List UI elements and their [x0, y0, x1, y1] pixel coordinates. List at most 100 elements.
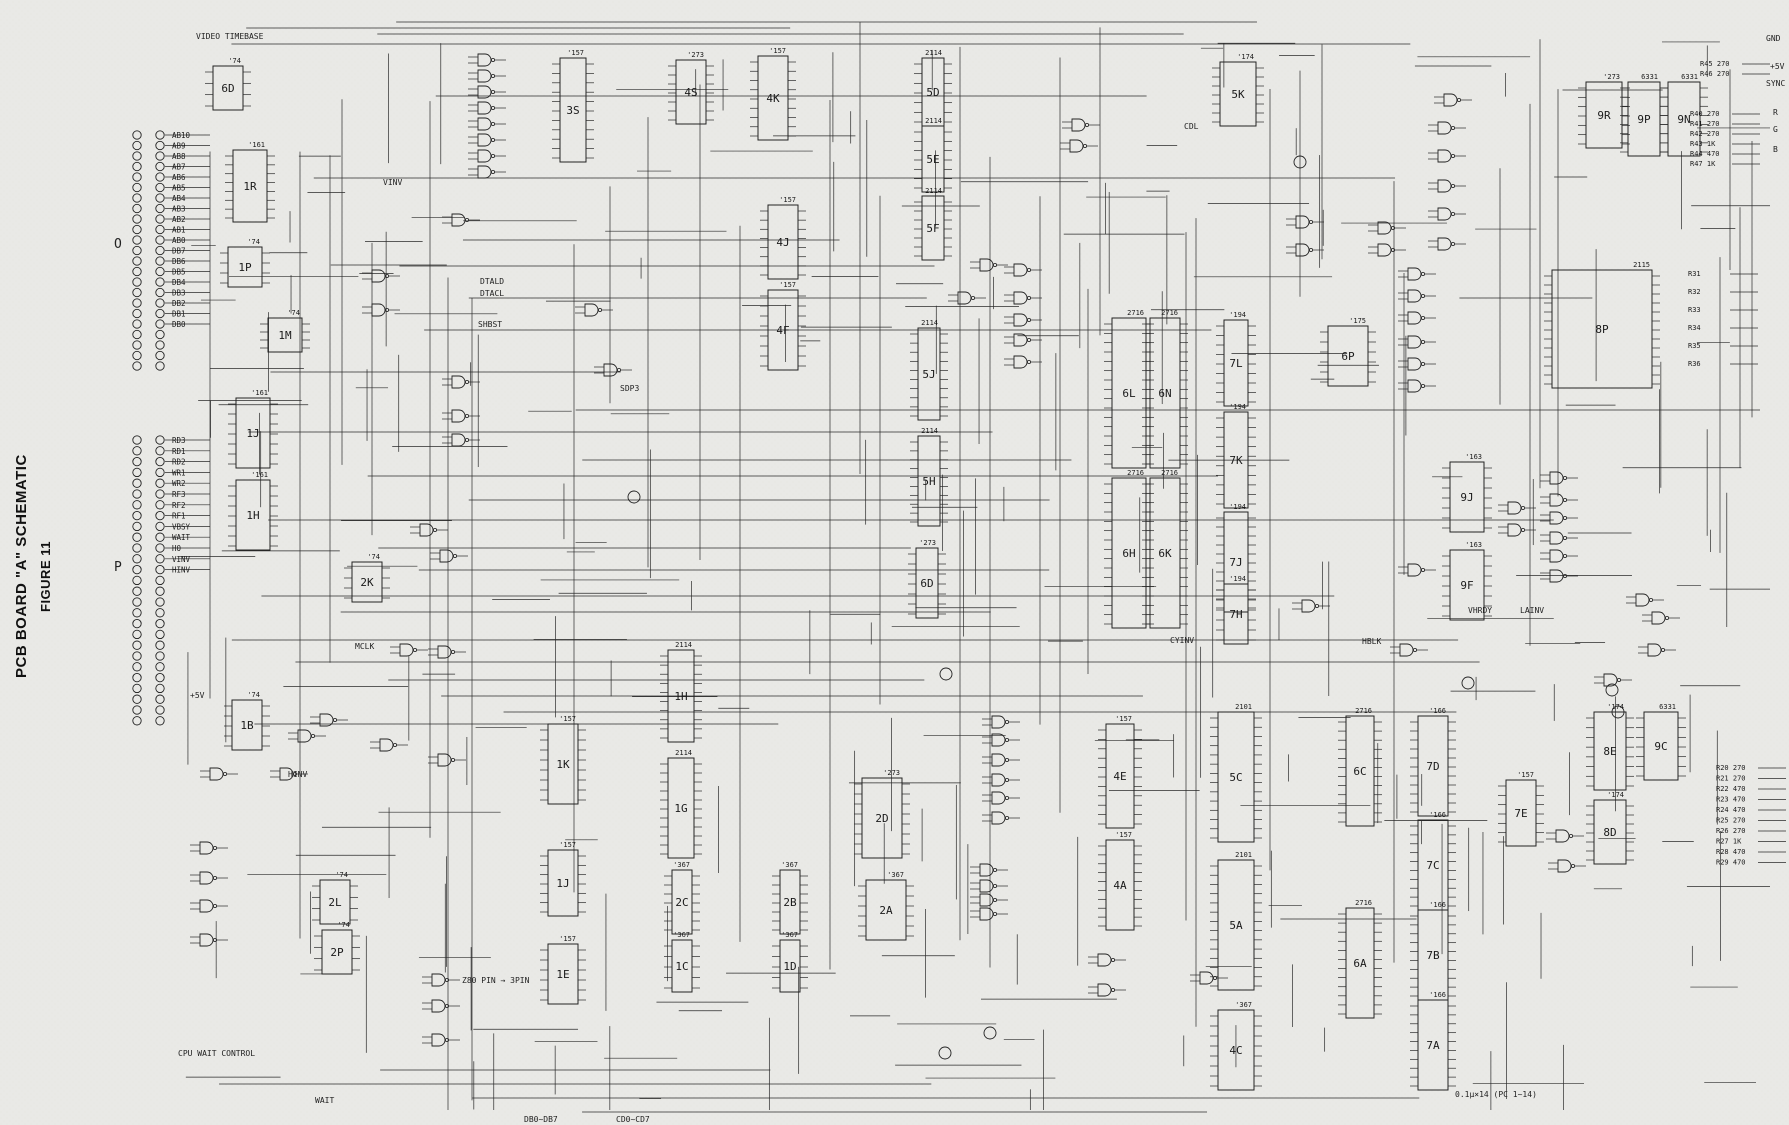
- resistor-2115: R33: [1688, 306, 1701, 314]
- gate-bubble: [212, 904, 217, 909]
- pin-hole-right: [155, 193, 165, 203]
- gate-bubble: [212, 938, 217, 943]
- chip-label: 6A: [1353, 957, 1367, 970]
- connector-pin: DB5: [132, 266, 210, 277]
- chip-label: 7D: [1426, 760, 1439, 773]
- pin-hole-left: [132, 224, 142, 235]
- chip-part: '157: [779, 281, 796, 289]
- logic-gate: [1540, 511, 1578, 525]
- logic-gate: [948, 291, 986, 305]
- gate-body: [1549, 549, 1564, 563]
- chip-part: '367: [673, 861, 690, 869]
- resistor-2115: R32: [1688, 288, 1701, 296]
- gate-bubble: [1563, 475, 1568, 480]
- logic-gate: [1398, 335, 1436, 349]
- resistor-bottom: R21 270: [1716, 775, 1746, 783]
- gate-body: [1437, 179, 1452, 193]
- logic-gate: [1398, 357, 1436, 371]
- chip-6d-u-6D2: 6D'273: [908, 539, 946, 619]
- pin-hole-right: [155, 214, 165, 224]
- z80-pin-note: Z80 PIN → 3PIN: [462, 976, 530, 985]
- pin-hole-right: [155, 683, 165, 694]
- gate-body: [1399, 643, 1414, 657]
- logic-gate: [270, 767, 308, 781]
- gate-body: [1437, 237, 1452, 251]
- connector-pin: AB2: [132, 214, 210, 224]
- pin-hole-right: [155, 543, 165, 553]
- chip-part: '74: [287, 309, 300, 317]
- pin-label: VBSY: [172, 522, 191, 531]
- chip-label: 4J: [776, 236, 789, 249]
- pin-hole-right: [155, 435, 165, 445]
- connector-pin-blank: [132, 608, 165, 618]
- gate-body: [957, 291, 972, 305]
- logic-gate: [1390, 643, 1428, 657]
- chip-part: '161: [251, 471, 268, 479]
- chip-2d-u-2D: 2D'273: [854, 769, 910, 859]
- chip-part: '367: [673, 931, 690, 939]
- connector-pin-blank: [132, 694, 165, 704]
- chip-part: '194: [1229, 575, 1246, 583]
- resistor-bottom: R24 470: [1716, 806, 1746, 814]
- gate-bubble: [993, 912, 998, 917]
- chip-1p-u-1P: 1P'74: [220, 238, 270, 288]
- gate-body: [1013, 263, 1028, 277]
- resistor-top: R46 270: [1700, 70, 1730, 78]
- gate-bubble: [452, 554, 457, 559]
- pin-hole-right: [155, 298, 165, 308]
- chip-part: '367: [781, 861, 798, 869]
- connector-pin: HINV: [132, 564, 210, 575]
- logic-gate: [982, 753, 1020, 767]
- chip-label: 1D: [783, 960, 796, 973]
- out-sync-label: SYNC: [1766, 79, 1786, 88]
- chip-4c-u-4C: 4C'367: [1210, 1001, 1262, 1091]
- offpage-circle: [1293, 155, 1307, 169]
- connector-pin-blank: [132, 575, 165, 586]
- pin-label: DB2: [172, 299, 186, 308]
- logic-gate: [1398, 267, 1436, 281]
- chip-8d-u-8D: 8D'174: [1586, 791, 1634, 865]
- resistor-bottom: R27 1K: [1716, 838, 1742, 846]
- pin-hole-left: [132, 662, 142, 672]
- chip-part: 2114: [675, 641, 692, 649]
- gate-bubble: [598, 307, 603, 312]
- logic-gate: [1428, 179, 1466, 193]
- gate-bubble: [464, 437, 469, 442]
- gate-body: [297, 729, 312, 743]
- gate-bubble: [993, 884, 998, 889]
- chip-body: [1219, 61, 1257, 127]
- gate-body: [584, 303, 599, 317]
- pin-label: VINV: [172, 555, 191, 564]
- connector-pin-blank: [132, 350, 165, 361]
- logic-gate: [1540, 531, 1578, 545]
- gate-bubble: [464, 379, 469, 384]
- signal-lainv: LAINV: [1520, 606, 1545, 615]
- connector-pin: DB3: [132, 287, 210, 298]
- logic-gate: [468, 101, 506, 115]
- chip-label: 7B: [1426, 949, 1440, 962]
- chip-part: '163: [1465, 453, 1482, 461]
- connector-o: AB10AB9AB8AB7AB6AB5AB4AB3AB2AB1AB0DB7DB6…: [132, 130, 210, 371]
- out-r-label: R: [1773, 108, 1778, 117]
- offpage-connector-d: [1293, 155, 1307, 169]
- pin-hole-left: [132, 640, 142, 650]
- gate-bubble: [1617, 678, 1622, 683]
- connector-pin: AB7: [132, 161, 210, 172]
- gate-body: [991, 791, 1006, 805]
- gate-bubble: [444, 1004, 449, 1009]
- chip-part: '166: [1429, 707, 1446, 715]
- gate-bubble: [1027, 337, 1032, 342]
- offpage-circle: [938, 1046, 952, 1060]
- connector-pin: H0: [132, 543, 210, 553]
- logic-gate: [442, 433, 480, 447]
- pin-hole-left: [132, 510, 142, 521]
- chip-label: 9N: [1677, 113, 1690, 126]
- logic-gate: [1594, 673, 1632, 687]
- chip-label: 8P: [1595, 323, 1609, 336]
- pin-hole-left: [132, 456, 142, 467]
- out-b-label: B: [1773, 145, 1778, 154]
- logic-gate: [1398, 379, 1436, 393]
- pin-label: AB8: [172, 152, 186, 161]
